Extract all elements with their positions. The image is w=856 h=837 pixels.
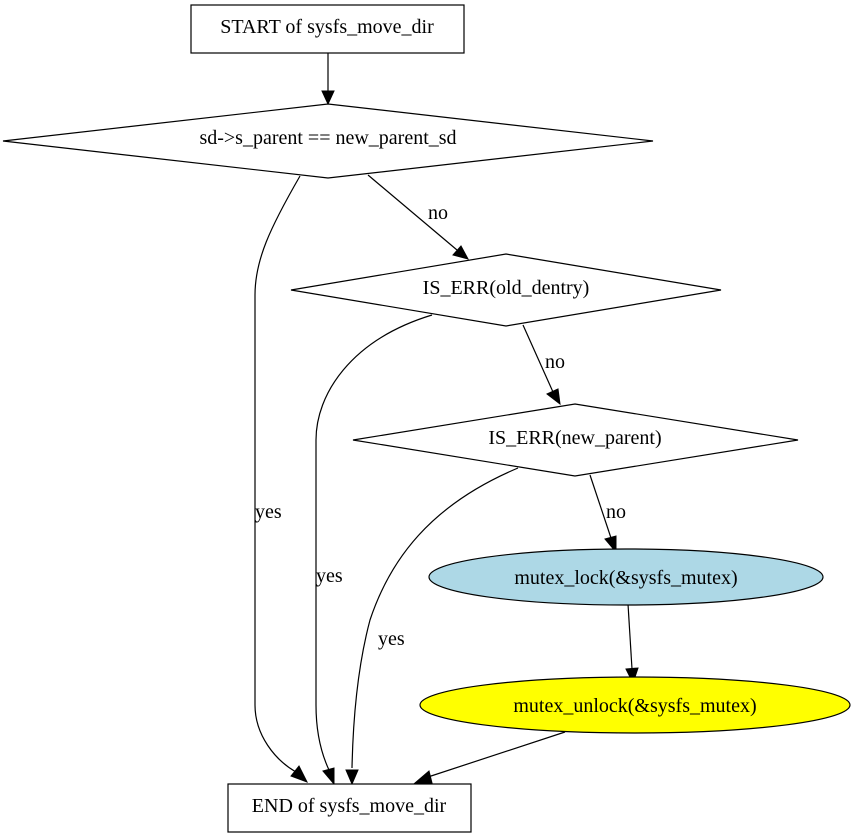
edge-label-yes: yes [378, 628, 405, 650]
condition-parent-label: sd->s_parent == new_parent_sd [199, 127, 456, 149]
arrowhead [290, 765, 309, 783]
arrowhead [546, 388, 561, 406]
arrowhead [345, 769, 359, 786]
arrowhead [322, 767, 335, 786]
condition-parent-node [2, 103, 654, 179]
start-node-label: START of sysfs_move_dir [220, 16, 434, 38]
edge-condition-parent-no [367, 174, 458, 251]
condition-new-parent-label: IS_ERR(new_parent) [488, 427, 661, 449]
edge-condition-parent-yes [254, 175, 301, 773]
edge-condition-old-dentry-yes [315, 314, 433, 771]
edge-mutex-lock-to-unlock [627, 603, 633, 670]
arrowhead [452, 245, 469, 260]
edge-condition-new-parent-no [589, 474, 612, 539]
condition-old-dentry-node [290, 253, 722, 327]
edge-mutex-unlock-to-end [427, 731, 566, 778]
arrowhead [625, 667, 639, 685]
arrowhead [604, 535, 617, 554]
mutex-lock-label: mutex_lock(&sysfs_mutex) [514, 567, 737, 589]
condition-new-parent-node [352, 403, 799, 477]
mutex-unlock-node [419, 676, 851, 734]
edges: no yes no yes no yes [254, 53, 639, 786]
arrowhead [413, 770, 433, 784]
arrowhead [321, 90, 335, 106]
end-node-label: END of sysfs_move_dir [252, 795, 447, 817]
end-node [227, 783, 472, 833]
condition-old-dentry-label: IS_ERR(old_dentry) [423, 277, 590, 299]
edge-label-no: no [428, 202, 448, 224]
mutex-unlock-label: mutex_unlock(&sysfs_mutex) [513, 695, 756, 717]
edge-condition-old-dentry-no [522, 324, 554, 393]
mutex-lock-node [428, 548, 824, 606]
start-node [190, 4, 465, 54]
edge-label-yes: yes [255, 501, 282, 523]
nodes: START of sysfs_move_dir sd->s_parent == … [2, 4, 851, 833]
edge-label-yes: yes [316, 565, 343, 587]
edge-condition-new-parent-yes [351, 467, 519, 769]
edge-label-no: no [545, 351, 565, 373]
edge-label-no: no [606, 501, 626, 523]
